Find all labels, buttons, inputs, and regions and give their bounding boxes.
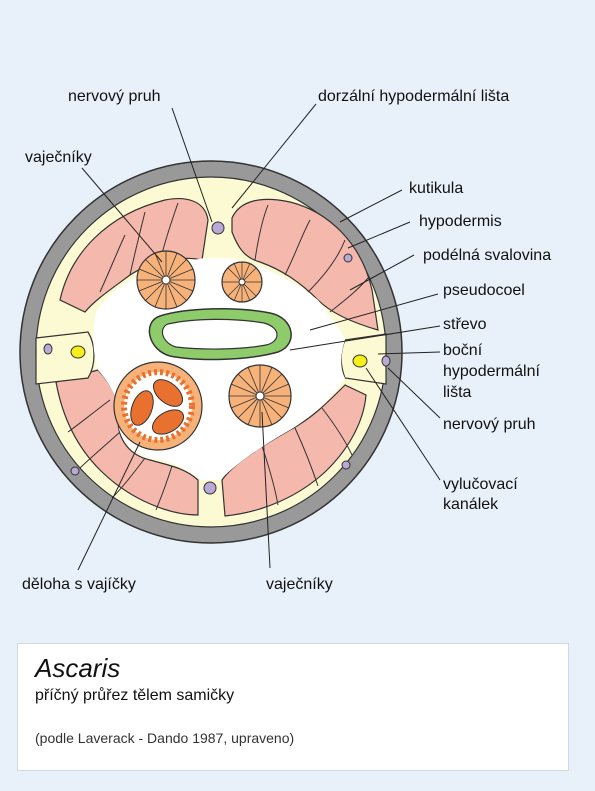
uterus	[113, 361, 203, 451]
label-nerve-lateral: nervový pruh	[443, 416, 536, 433]
label-lateral-ridge: hypodermální	[443, 363, 540, 380]
intestine-lumen	[161, 318, 278, 350]
caption-box: Ascaris příčný průřez tělem samičky (pod…	[17, 643, 569, 771]
ovary-bottom	[228, 364, 292, 428]
label-ovaries-bottom: vaječníky	[266, 576, 333, 593]
label-pseudocoel: pseudocoel	[443, 282, 525, 299]
caption-source: (podle Laverack - Dando 1987, upraveno)	[35, 730, 295, 746]
label-cuticle: kutikula	[409, 180, 464, 197]
nerve-cord-minor	[70, 466, 80, 476]
label-intestine: střevo	[443, 316, 487, 333]
caption-subtitle: příčný průřez tělem samičky	[35, 687, 235, 704]
label-ovaries-top: vaječníky	[25, 149, 92, 166]
label-uterus: děloha s vajíčky	[22, 576, 136, 593]
label-lateral-ridge: boční	[443, 342, 483, 359]
excretory-canal-left	[70, 345, 86, 359]
label-hypodermis: hypodermis	[419, 213, 502, 230]
caption-title: Ascaris	[35, 653, 121, 683]
label-excretory: kanálek	[443, 496, 499, 513]
nerve-cord-right	[381, 355, 391, 367]
egg	[130, 390, 154, 426]
nerve-cord-dorsal	[211, 221, 225, 235]
excretory-canal-right	[352, 354, 368, 368]
ovary-small-top	[221, 261, 263, 303]
label-lateral-ridge: lišta	[443, 384, 472, 401]
egg	[151, 409, 185, 435]
label-excretory: vylučovací	[443, 476, 518, 493]
label-muscle: podélná svalovina	[423, 247, 552, 264]
leader-lines	[77, 103, 441, 571]
label-nerve-dorsal: nervový pruh	[68, 88, 161, 105]
ovary-large-top	[136, 250, 196, 310]
label-dorsal-ridge: dorzální hypodermální lišta	[318, 88, 510, 105]
nerve-cord-left	[43, 343, 53, 355]
left-lateral-ridge	[35, 331, 95, 385]
nerve-cord-minor	[343, 253, 353, 263]
egg	[152, 379, 184, 407]
nerve-cord-minor	[341, 460, 351, 470]
nerve-cord-ventral	[203, 481, 217, 495]
